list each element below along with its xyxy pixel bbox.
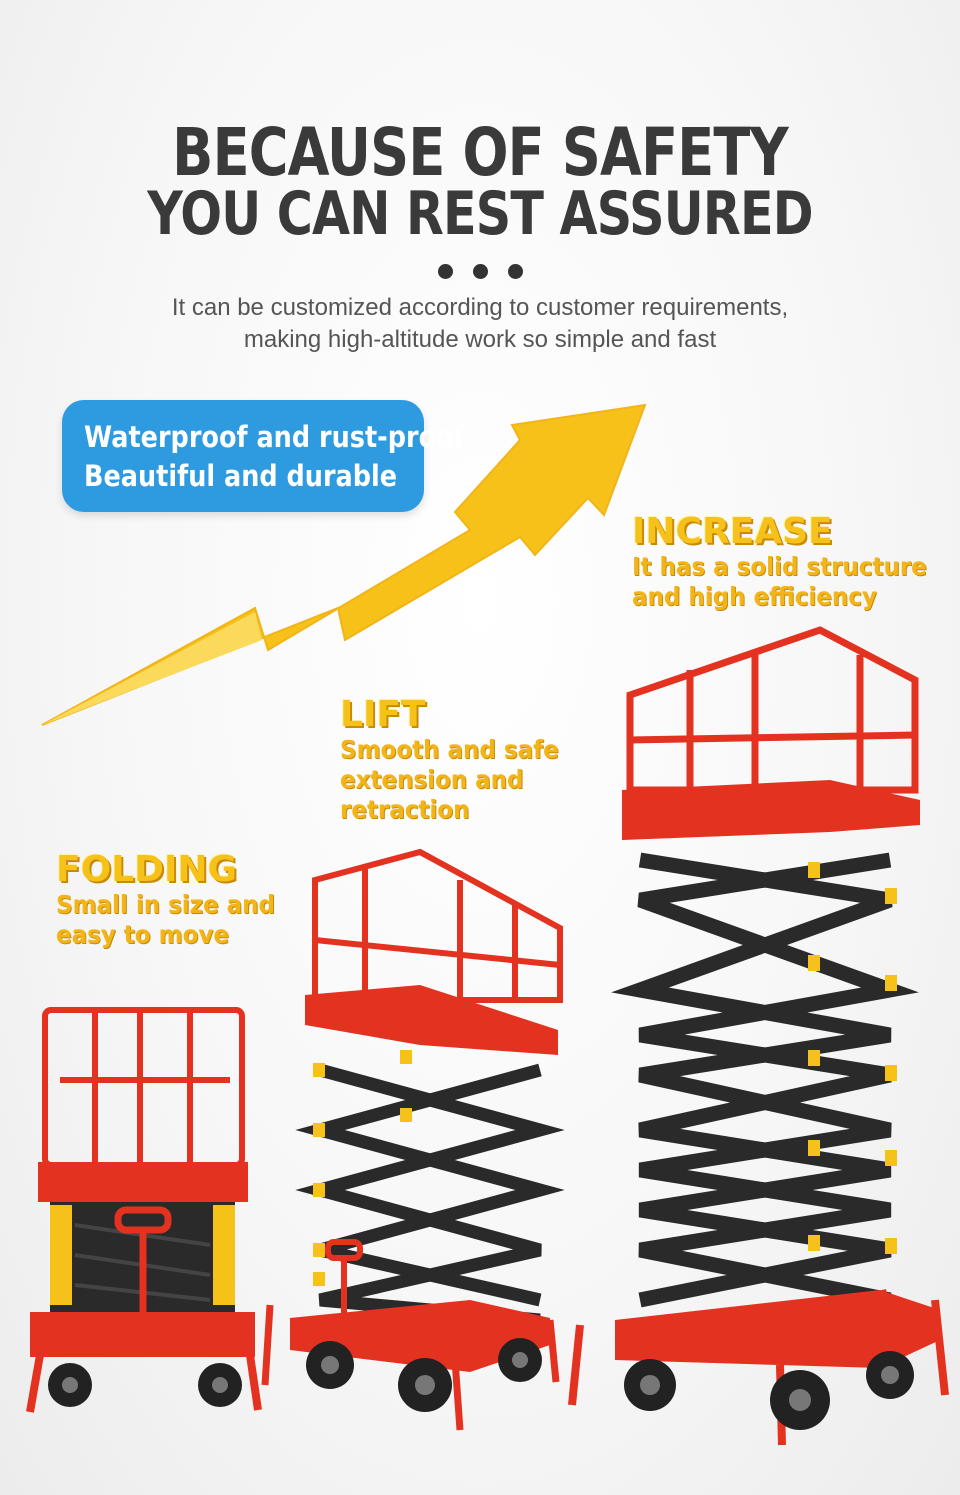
subtitle-line1: It can be customized according to custom… xyxy=(171,294,789,321)
badge-text: Waterproof and rust-proof Beautiful and … xyxy=(84,418,465,496)
subtitle-line2: making high-altitude work so simple and … xyxy=(243,326,717,353)
feature-desc-line1: Small in size and xyxy=(56,890,276,919)
dot-icon xyxy=(472,264,488,279)
feature-title: INCREASE xyxy=(632,511,833,552)
feature-desc-line2: extension and xyxy=(340,765,524,794)
badge-line1: Waterproof and rust-proof xyxy=(84,420,465,454)
upward-zigzag-arrow-icon xyxy=(41,403,647,726)
feature-desc-line3: retraction xyxy=(340,795,470,824)
feature-folding: FOLDING Small in size and easy to move xyxy=(56,850,294,950)
page-title-line1: BECAUSE OF SAFETY xyxy=(172,114,789,191)
folded-lift-machine xyxy=(26,1007,262,1413)
subtitle: It can be customized according to custom… xyxy=(0,292,960,356)
feature-lift: LIFT Smooth and safe extension and retra… xyxy=(340,695,578,825)
feature-title: LIFT xyxy=(340,694,426,735)
dot-icon xyxy=(507,264,523,279)
feature-desc-line1: Smooth and safe xyxy=(340,735,559,764)
feature-increase: INCREASE It has a solid structure and hi… xyxy=(632,512,952,612)
dot-icon xyxy=(437,264,453,279)
dots-divider xyxy=(0,264,960,284)
feature-desc-line2: and high efficiency xyxy=(632,582,877,611)
feature-desc-line2: easy to move xyxy=(56,920,229,949)
tall-lift-machine xyxy=(568,626,949,1446)
feature-title: FOLDING xyxy=(56,849,238,890)
feature-desc-line1: It has a solid structure xyxy=(632,552,927,581)
badge-line2: Beautiful and durable xyxy=(84,459,398,493)
page-title-line2: YOU CAN REST ASSURED xyxy=(147,179,813,249)
feature-badge: Waterproof and rust-proof Beautiful and … xyxy=(62,400,465,512)
mid-lift-machine xyxy=(261,848,565,1431)
